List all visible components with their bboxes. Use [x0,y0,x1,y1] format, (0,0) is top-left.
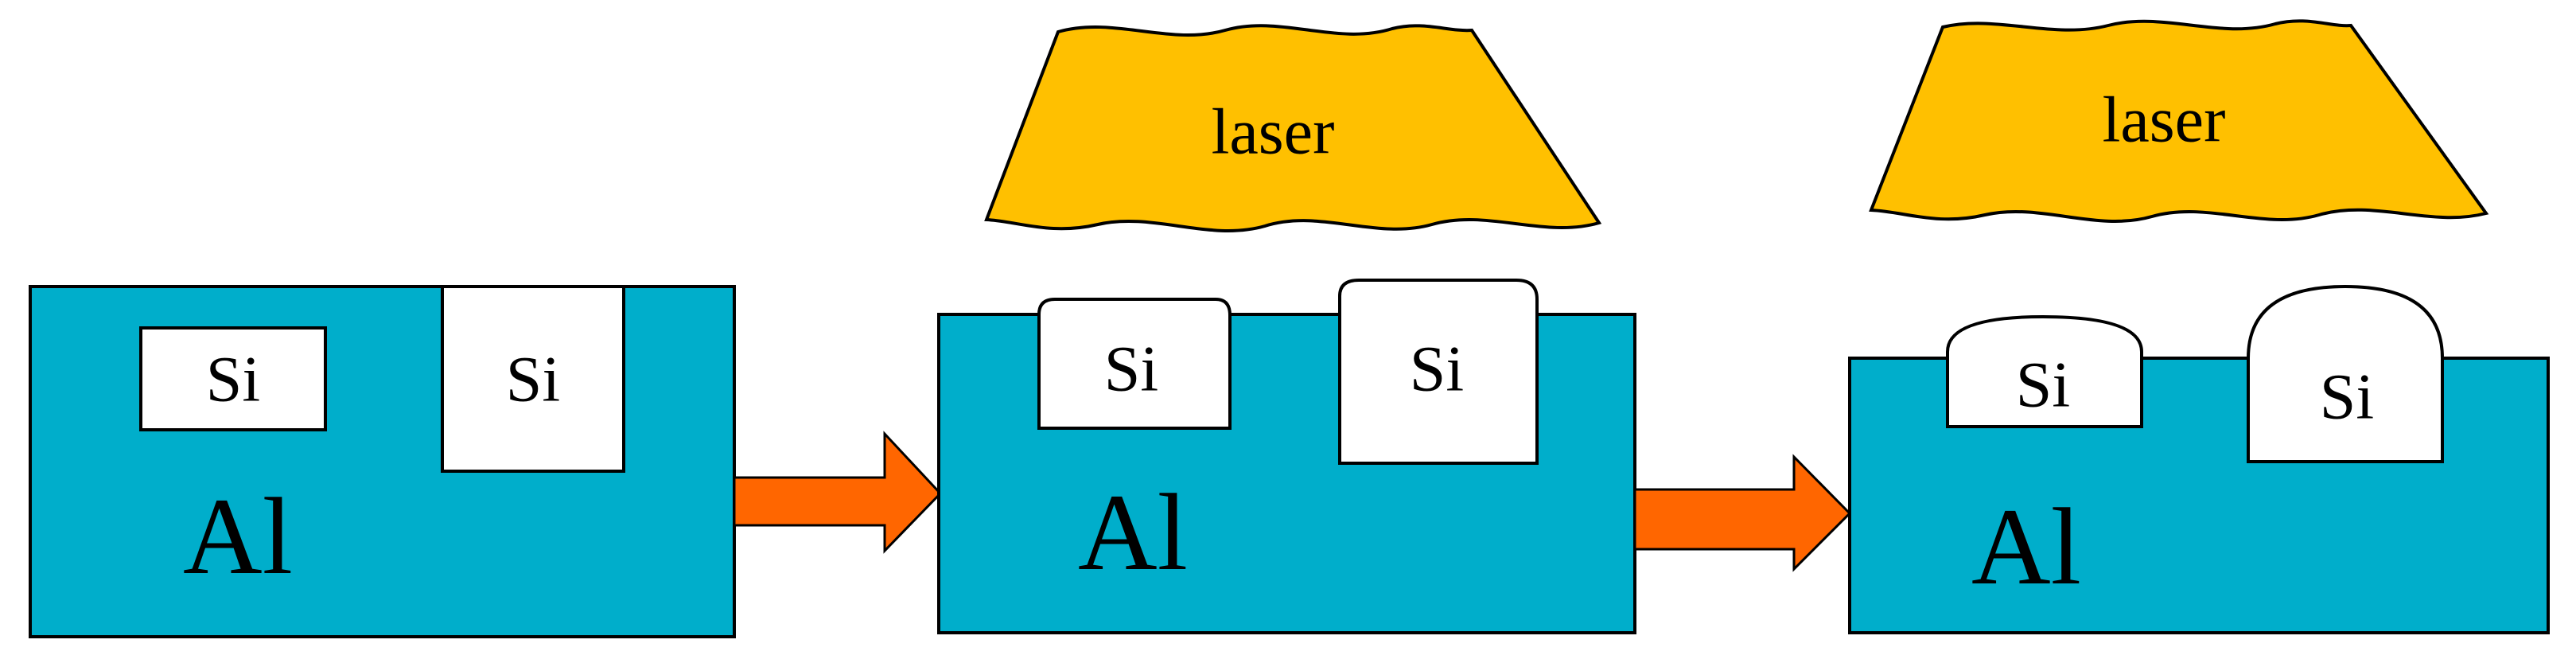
stage-2-si-particle-2 [1338,279,1539,465]
arrow-right-icon [1633,454,1852,572]
stage-2-laser-beam [984,24,1602,232]
stage-1-si-particle-2 [441,285,625,473]
stage-3-laser-label: laser [2103,84,2226,156]
stage-3-si-label-2: Si [2320,361,2374,433]
arrow-right-icon [733,431,943,554]
stage-1-si-label-2: Si [506,343,560,415]
stage-2-laser-label: laser [1212,96,1335,168]
stage-2-al-label: Al [1078,471,1188,593]
stage-3-si-particle-2 [2247,284,2444,463]
stage-3: laser Si Si Al [1848,19,2550,634]
stage-3-al-label: Al [1971,486,2081,607]
stage-2-si-label-2: Si [1410,333,1464,405]
stage-2-si-particle-1 [1037,298,1232,430]
stage-1-al-label: Al [183,475,293,597]
stage-2-si-label-1: Si [1104,333,1158,405]
stage-1-si-label-1: Si [206,343,260,415]
stage-3-laser-beam [1869,19,2489,223]
stage-1: Si Si Al [29,285,736,638]
stage-2: laser Si Si Al [937,24,1636,634]
stage-3-si-particle-1 [1946,314,2143,428]
stage-3-si-label-1: Si [2016,349,2070,421]
stage-1-si-particle-1 [139,326,327,431]
stage-1-al-block [29,285,736,638]
